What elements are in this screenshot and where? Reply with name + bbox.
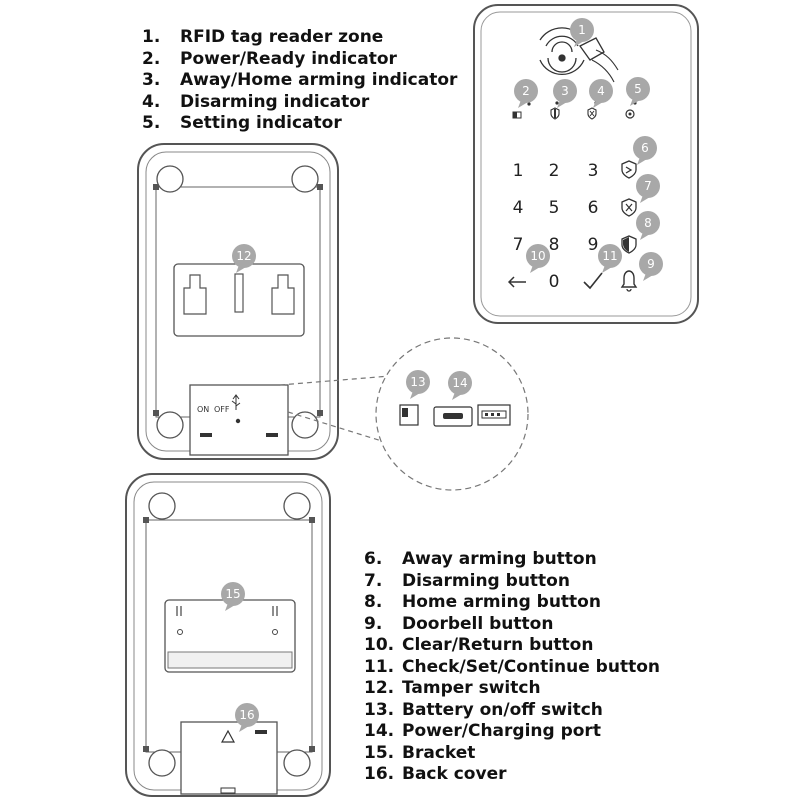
battery-switch bbox=[399, 404, 419, 426]
key-2[interactable]: 2 bbox=[549, 161, 560, 181]
tamper-switch bbox=[173, 263, 305, 337]
disarming-button[interactable] bbox=[621, 198, 637, 217]
legend-item: 7.Disarming button bbox=[364, 570, 570, 591]
key-3[interactable]: 3 bbox=[588, 161, 599, 181]
callout-2: 2 bbox=[514, 79, 538, 108]
away-arming-button[interactable] bbox=[621, 160, 637, 179]
power-ready-indicator bbox=[512, 102, 531, 119]
home-arming-button[interactable] bbox=[621, 235, 637, 254]
legend-indicators: 1.RFID tag reader zone 2.Power/Ready ind… bbox=[142, 27, 457, 135]
zoom-leader-lines bbox=[279, 375, 391, 443]
svg-text:11: 11 bbox=[602, 249, 617, 263]
legend-item: 6.Away arming button bbox=[364, 549, 597, 569]
callout-5: 5 bbox=[626, 77, 650, 106]
legend-item: 1.RFID tag reader zone bbox=[142, 27, 384, 47]
zoom-detail: 13 14 bbox=[375, 337, 529, 491]
svg-text:12: 12 bbox=[236, 249, 251, 263]
legend-item: 16.Back cover bbox=[364, 764, 507, 784]
usb-icon bbox=[231, 394, 241, 410]
switch-port-housing: ON OFF bbox=[189, 384, 289, 456]
front-view: 1 2 3 4 5 6 7 8 9 0 bbox=[473, 4, 699, 324]
callout-13: 13 bbox=[406, 370, 430, 399]
callout-6: 6 bbox=[633, 136, 657, 165]
legend-item: 5.Setting indicator bbox=[142, 113, 342, 133]
legend-item: 4.Disarming indicator bbox=[142, 91, 370, 112]
callout-4: 4 bbox=[589, 79, 613, 108]
back-cover bbox=[180, 721, 278, 795]
key-7[interactable]: 7 bbox=[513, 235, 524, 255]
callout-12: 12 bbox=[232, 244, 256, 273]
legend-item: 10.Clear/Return button bbox=[364, 635, 594, 655]
svg-text:13: 13 bbox=[410, 375, 425, 389]
back-view-tamper: ON OFF 12 bbox=[137, 143, 339, 460]
callout-10: 10 bbox=[526, 244, 550, 273]
away-home-indicator bbox=[550, 101, 560, 120]
callout-16: 16 bbox=[235, 703, 259, 732]
check-set-button[interactable] bbox=[583, 272, 603, 290]
svg-text:1: 1 bbox=[578, 23, 586, 37]
legend-buttons-parts: 6.Away arming button 7.Disarming button … bbox=[364, 549, 660, 786]
legend-item: 9.Doorbell button bbox=[364, 613, 554, 634]
key-5[interactable]: 5 bbox=[549, 198, 560, 218]
charging-port bbox=[433, 406, 473, 427]
svg-text:3: 3 bbox=[561, 84, 569, 98]
clear-return-button[interactable] bbox=[507, 276, 526, 288]
callout-9: 9 bbox=[639, 252, 663, 281]
svg-text:5: 5 bbox=[634, 82, 642, 96]
callout-3: 3 bbox=[553, 79, 577, 108]
off-label: OFF bbox=[214, 405, 230, 414]
key-4[interactable]: 4 bbox=[513, 198, 524, 218]
svg-text:2: 2 bbox=[522, 84, 530, 98]
callout-11: 11 bbox=[598, 244, 622, 273]
legend-item: 3.Away/Home arming indicator bbox=[142, 70, 458, 90]
back-view-bracket: 15 16 bbox=[125, 473, 331, 797]
svg-text:15: 15 bbox=[225, 587, 240, 601]
svg-text:6: 6 bbox=[641, 141, 649, 155]
on-label: ON bbox=[197, 405, 209, 414]
svg-text:4: 4 bbox=[597, 84, 605, 98]
svg-text:14: 14 bbox=[452, 376, 467, 390]
svg-text:7: 7 bbox=[644, 179, 652, 193]
rfid-zone-icon bbox=[539, 27, 619, 83]
svg-text:8: 8 bbox=[644, 216, 652, 230]
callout-8: 8 bbox=[636, 211, 660, 240]
legend-item: 14.Power/Charging port bbox=[364, 721, 601, 741]
doorbell-button[interactable] bbox=[620, 270, 638, 292]
key-8[interactable]: 8 bbox=[549, 235, 560, 255]
connector bbox=[477, 404, 511, 426]
legend-item: 2.Power/Ready indicator bbox=[142, 48, 397, 69]
svg-text:10: 10 bbox=[530, 249, 545, 263]
callout-7: 7 bbox=[636, 174, 660, 203]
legend-item: 13.Battery on/off switch bbox=[364, 699, 603, 720]
keypad: 1 2 3 4 5 6 7 8 9 0 bbox=[513, 161, 599, 292]
callout-14: 14 bbox=[448, 371, 472, 400]
callout-15: 15 bbox=[221, 582, 245, 611]
callout-1: 1 bbox=[570, 18, 594, 47]
legend-item: 15.Bracket bbox=[364, 742, 476, 763]
bracket bbox=[164, 599, 296, 673]
key-9[interactable]: 9 bbox=[588, 235, 599, 255]
key-6[interactable]: 6 bbox=[588, 198, 599, 218]
legend-item: 12.Tamper switch bbox=[364, 678, 541, 698]
legend-item: 8.Home arming button bbox=[364, 592, 601, 612]
key-1[interactable]: 1 bbox=[513, 161, 524, 181]
key-0[interactable]: 0 bbox=[549, 272, 560, 292]
svg-text:16: 16 bbox=[239, 708, 254, 722]
svg-text:9: 9 bbox=[647, 257, 655, 271]
legend-item: 11.Check/Set/Continue button bbox=[364, 656, 660, 677]
